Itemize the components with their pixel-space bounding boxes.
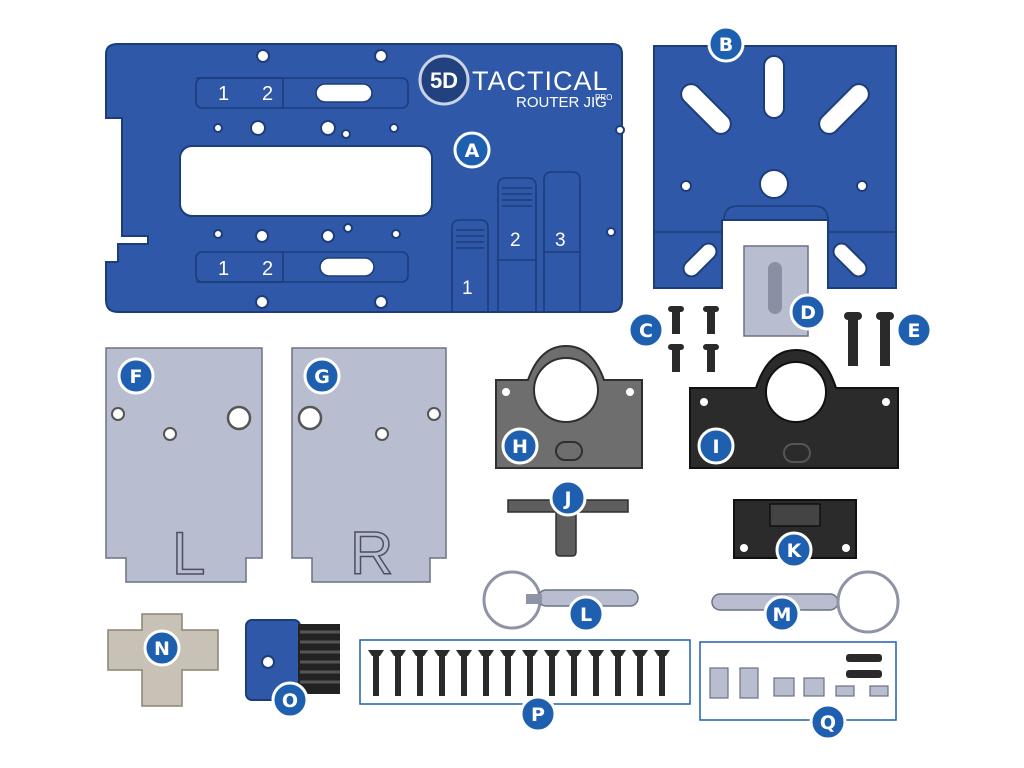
part-p-screw-set	[359, 639, 691, 705]
label-letter: G	[314, 366, 330, 388]
product-line: ROUTER JIG	[516, 94, 607, 111]
part-b-base-plate	[653, 45, 897, 289]
part-e-long-screws	[844, 312, 894, 366]
label-badge-m: M	[763, 595, 801, 633]
label-badge-d: D	[789, 293, 827, 331]
step-number-1: 1	[462, 278, 473, 299]
flat-head-screw	[610, 650, 626, 696]
label-letter: O	[282, 690, 298, 712]
label-letter: K	[787, 540, 803, 562]
label-letter: J	[562, 488, 571, 510]
label-letter: D	[800, 302, 816, 324]
flat-head-screw	[456, 650, 472, 696]
part-a-router-jig-plate: 1 2 1 2 1 2 3	[105, 43, 625, 313]
flat-head-screw	[566, 650, 582, 696]
part-j-t-handle	[507, 499, 629, 557]
flat-head-screw	[500, 650, 516, 696]
part-f-left-plate: L	[105, 347, 263, 588]
label-badge-f: F	[117, 357, 155, 395]
flat-head-screw	[412, 650, 428, 696]
brand-logo: 5D TACTICAL ROUTER JIG PRO	[418, 54, 612, 111]
lower-slot-number-2: 2	[262, 258, 273, 280]
label-letter: M	[773, 604, 792, 626]
product-suffix: PRO	[595, 93, 612, 102]
label-badge-q: Q	[809, 703, 847, 741]
center-window	[179, 145, 433, 217]
label-letter: L	[580, 604, 592, 626]
part-g-right-plate: R	[291, 347, 447, 588]
label-letter: C	[639, 320, 653, 342]
label-badge-k: K	[775, 531, 813, 569]
flat-head-screw	[390, 650, 406, 696]
label-badge-i: I	[697, 427, 735, 465]
flat-head-screw	[434, 650, 450, 696]
upper-slot-number-1: 1	[218, 83, 229, 105]
label-letter: B	[719, 34, 733, 56]
part-i-black-bracket	[689, 348, 899, 469]
flat-head-screw	[478, 650, 494, 696]
plate-a-holes	[213, 49, 625, 309]
center-hole	[759, 169, 789, 199]
flat-head-screw	[544, 650, 560, 696]
label-badge-g: G	[303, 357, 341, 395]
lower-slot-group	[195, 251, 409, 283]
label-badge-o: O	[271, 681, 309, 719]
adjustment-slots	[680, 55, 870, 278]
flat-head-screw	[632, 650, 648, 696]
label-badge-n: N	[143, 629, 181, 667]
label-letter: I	[712, 436, 719, 458]
logo-mark: 5D	[430, 68, 458, 93]
label-badge-l: L	[567, 595, 605, 633]
label-letter: E	[908, 320, 921, 342]
step-number-3: 3	[555, 230, 566, 251]
flat-head-screw	[522, 650, 538, 696]
step-number-2: 2	[510, 230, 521, 251]
label-badge-p: P	[519, 695, 557, 733]
plate-f-letter: L	[172, 520, 205, 587]
part-c-small-screws	[668, 306, 719, 372]
label-badge-h: H	[501, 427, 539, 465]
upper-slot-group	[195, 77, 409, 109]
depth-step-blocks	[451, 171, 581, 312]
logo-emblem-icon	[418, 54, 470, 106]
label-letter: F	[130, 366, 143, 388]
label-letter: A	[465, 140, 480, 162]
label-letter: P	[531, 704, 545, 726]
part-o-threaded-bushing	[245, 619, 340, 701]
label-badge-j: J	[549, 479, 587, 517]
lower-slot-number-1: 1	[218, 258, 229, 280]
label-letter: Q	[820, 712, 836, 734]
flat-head-screw	[588, 650, 604, 696]
brand-name: TACTICAL	[472, 66, 609, 96]
label-badge-e: E	[895, 311, 933, 349]
plate-g-letter: R	[350, 520, 393, 587]
flat-head-screw	[368, 650, 384, 696]
upper-slot-number-2: 2	[262, 83, 273, 105]
label-badge-a: A	[453, 131, 491, 169]
label-letter: N	[154, 638, 170, 660]
flat-head-screw	[654, 650, 670, 696]
part-l-pull-pin	[482, 570, 639, 630]
label-badge-b: B	[707, 25, 745, 63]
label-badge-c: C	[627, 311, 665, 349]
label-letter: H	[512, 436, 528, 458]
part-m-pull-pin	[711, 570, 900, 634]
part-q-small-hardware	[699, 641, 897, 721]
